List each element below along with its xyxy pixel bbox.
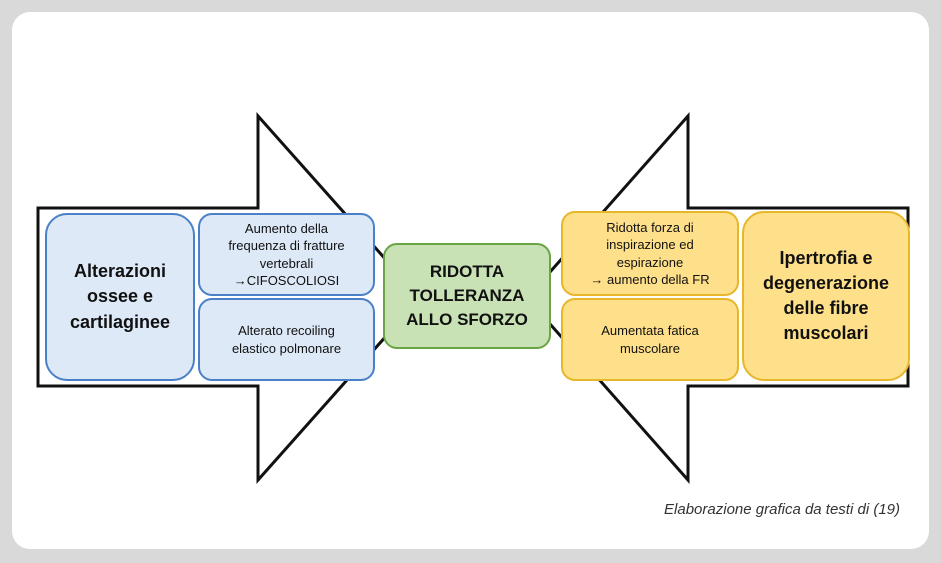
center-box: RIDOTTA TOLLERANZA ALLO SFORZO — [383, 243, 551, 349]
left-main-line: Alterazioni — [73, 261, 166, 282]
right-main-line: muscolari — [783, 323, 869, 344]
center-line: ALLO SFORZO — [406, 309, 528, 329]
left-top-line: →CIFOSCOLIOSI — [233, 272, 340, 288]
left-main-line: cartilaginee — [69, 311, 171, 332]
right-main-box: Ipertrofia e degenerazione delle fibre m… — [742, 211, 910, 381]
right-top-line: inspirazione ed — [606, 237, 694, 253]
left-top-line: vertebrali — [259, 255, 314, 271]
right-top-line: espirazione — [616, 254, 684, 270]
left-top-line: Aumento della — [244, 220, 329, 236]
right-main-line: Ipertrofia e — [779, 247, 873, 268]
right-bottom-line: muscolare — [620, 340, 680, 356]
right-top-line: → aumento della FR — [590, 271, 710, 287]
right-main-line: degenerazione — [762, 272, 890, 293]
figure-caption: Elaborazione grafica da testi di (19) — [664, 501, 900, 518]
left-main-line: ossee e — [86, 286, 154, 307]
left-main-box: Alterazioni ossee e cartilaginee — [45, 213, 195, 381]
center-line: TOLLERANZA — [409, 286, 525, 306]
left-bottom-line: Alterato recoiling — [238, 323, 335, 339]
right-top-box: Ridotta forza di inspirazione ed espiraz… — [561, 211, 739, 296]
right-main-line: delle fibre — [783, 298, 869, 318]
right-top-line: Ridotta forza di — [606, 219, 694, 235]
left-top-line: frequenza di fratture — [228, 238, 345, 254]
right-bottom-line: Aumentata fatica — [601, 323, 699, 339]
right-bottom-box: Aumentata fatica muscolare — [561, 298, 739, 381]
left-bottom-box: Alterato recoiling elastico polmonare — [198, 298, 375, 381]
left-top-box: Aumento della frequenza di fratture vert… — [198, 213, 375, 296]
left-bottom-line: elastico polmonare — [231, 340, 342, 356]
center-line: RIDOTTA — [429, 262, 505, 282]
